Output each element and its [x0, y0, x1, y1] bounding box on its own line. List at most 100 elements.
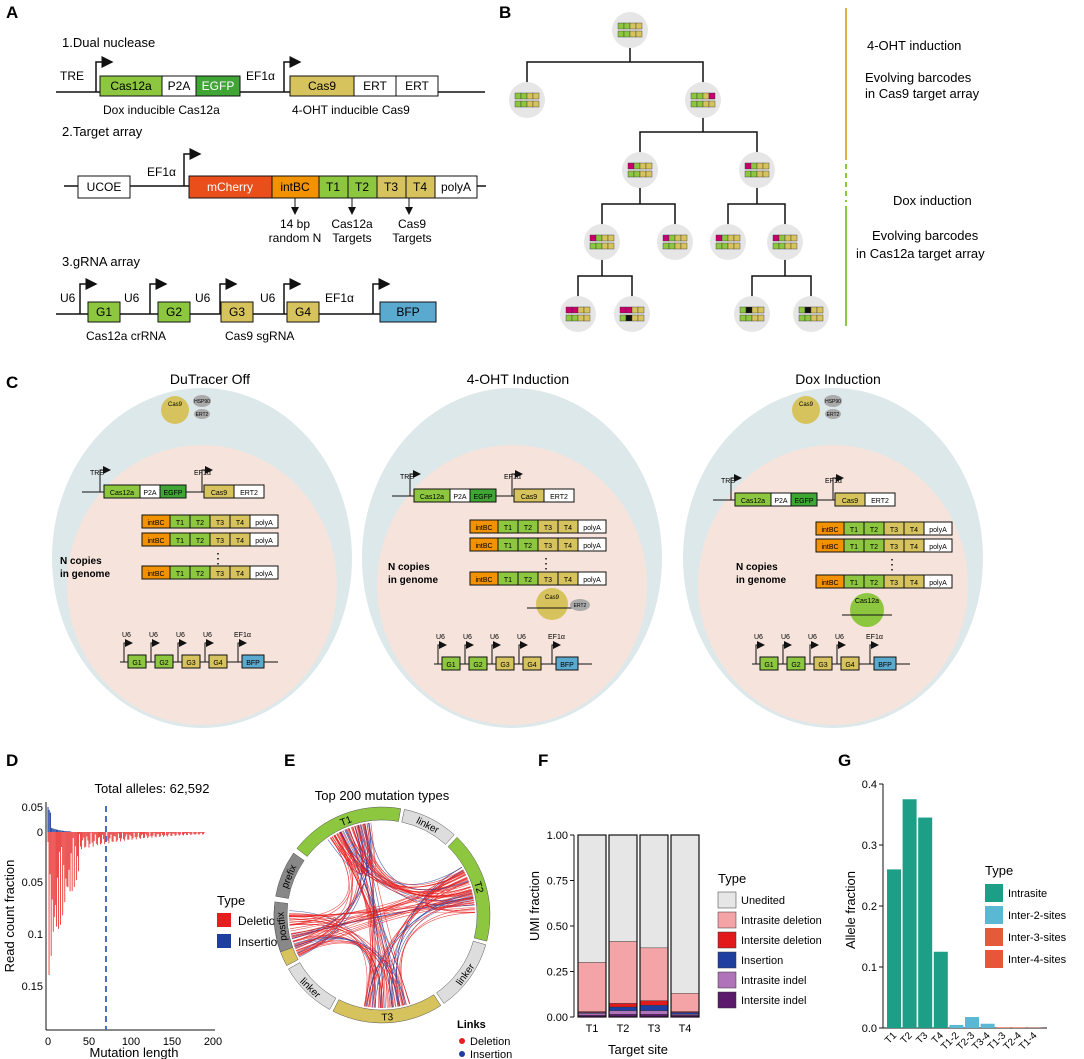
e-link — [331, 836, 397, 1007]
e-legend-deletion: Deletion — [470, 1036, 510, 1048]
grna-box-label: G4 — [845, 662, 854, 669]
barcode-segment — [810, 306, 818, 314]
mcherry-box: mCherry — [207, 180, 253, 194]
e-link — [368, 881, 470, 1008]
panel-label-a: A — [6, 3, 18, 22]
construct-box-label: P2A — [453, 494, 467, 501]
note-cas9-targets: Targets — [392, 231, 431, 245]
ef1a-label-3: EF1α — [325, 291, 354, 305]
f-bar-outline — [639, 834, 669, 1018]
cas9-bound-label: Cas9 — [545, 595, 560, 601]
ert2-label: ERT2 — [827, 412, 840, 418]
cas9-box: Cas9 — [308, 79, 336, 93]
barcode-segment — [680, 234, 688, 242]
barcode-segment — [784, 234, 792, 242]
hsp90-shape — [824, 395, 842, 407]
g-ytick: 0.0 — [862, 1023, 877, 1035]
d-title: Total alleles: 62,592 — [95, 781, 210, 796]
ert2-label: ERT2 — [196, 412, 209, 418]
note-random: random N — [269, 231, 322, 245]
d-xtick-1: 50 — [83, 1036, 95, 1048]
bfp-box: BFP — [396, 305, 419, 319]
g-bar — [965, 1017, 979, 1028]
cell-node — [767, 224, 803, 260]
grna-box — [208, 654, 228, 669]
target-array-box — [923, 538, 953, 553]
d-xlabel: Mutation length — [90, 1045, 179, 1059]
cas12a-box: Cas12a — [110, 79, 152, 93]
target-array-label: T1 — [850, 544, 858, 551]
barcode-segment — [589, 234, 597, 242]
g-legend-title: Type — [985, 863, 1013, 878]
g2-box: G2 — [166, 305, 182, 319]
bfp-small-box — [241, 654, 265, 669]
barcode-segment — [702, 100, 710, 108]
g-xtick: T1-4 — [1017, 1030, 1040, 1053]
g-legend-label: Inter-2-sites — [1008, 910, 1067, 922]
g-legend-swatch — [985, 950, 1003, 968]
barcode-segment — [784, 242, 792, 250]
barcode-segment — [757, 314, 765, 322]
target-array-label: T3 — [544, 543, 552, 550]
target-array-label: intBC — [475, 525, 492, 532]
f-bar-segment — [670, 993, 700, 1012]
target-array-label: T3 — [544, 525, 552, 532]
target-array-box — [249, 565, 279, 580]
e-link — [400, 897, 474, 1005]
target-array-label: T4 — [910, 580, 918, 587]
u6-label-1: U6 — [60, 291, 76, 305]
ert2-small-box — [864, 492, 896, 507]
grna-box-label: G1 — [764, 662, 773, 669]
barcode-segment — [635, 22, 643, 30]
barcode-segment — [645, 162, 653, 170]
f-bar-segment — [577, 834, 607, 963]
grna-box-label: G3 — [186, 660, 195, 667]
e-title: Top 200 mutation types — [315, 788, 450, 803]
f-legend-swatch — [717, 891, 737, 909]
sgrna-caption: Cas9 sgRNA — [225, 329, 294, 343]
barcode-segment — [617, 22, 625, 30]
construct-box-label: Cas12a — [110, 490, 134, 497]
ef1a-gr-small: EF1α — [866, 634, 883, 641]
barcode-segment — [631, 306, 639, 314]
grna-box-label: G2 — [473, 662, 482, 669]
barcode-segment — [526, 92, 534, 100]
barcode-segment — [526, 100, 534, 108]
barcode-segment — [778, 234, 786, 242]
barcode-segment — [762, 170, 770, 178]
g-legend-swatch — [985, 928, 1003, 946]
f-xtick: T3 — [648, 1023, 661, 1035]
f-legend-label: Unedited — [741, 895, 785, 907]
panel-label-e: E — [284, 751, 295, 770]
barcode-segment — [715, 234, 723, 242]
barcode-segment — [751, 306, 759, 314]
p2a-box: P2A — [168, 79, 191, 93]
f-legend-label: Intrasite indel — [741, 975, 806, 987]
target-array-label: T1 — [176, 571, 184, 578]
in-genome: in genome — [60, 569, 110, 580]
target-array-label: T1 — [504, 543, 512, 550]
target-array-label: T2 — [196, 520, 204, 527]
panel-label-c: C — [6, 373, 18, 392]
f-bar-segment — [577, 1013, 607, 1016]
f-ytick: 0.25 — [547, 967, 568, 979]
barcode-segment — [617, 30, 625, 38]
target-array-label: T1 — [504, 577, 512, 584]
barcode-segment — [595, 234, 603, 242]
ef1a-gr-small: EF1α — [234, 632, 251, 639]
e-link — [388, 877, 468, 1008]
target-array-label: polyA — [929, 527, 947, 534]
target-array-label: T3 — [544, 577, 552, 584]
cell-node — [622, 152, 658, 188]
target-array-label: T1 — [504, 525, 512, 532]
grna-box-label: G4 — [213, 660, 222, 667]
e-link — [348, 828, 472, 897]
dox-induction-label: Dox induction — [893, 193, 972, 208]
target-array-label: intBC — [821, 527, 838, 534]
evolving-cas9-label-1: Evolving barcodes — [865, 70, 972, 85]
barcode-segment — [696, 100, 704, 108]
